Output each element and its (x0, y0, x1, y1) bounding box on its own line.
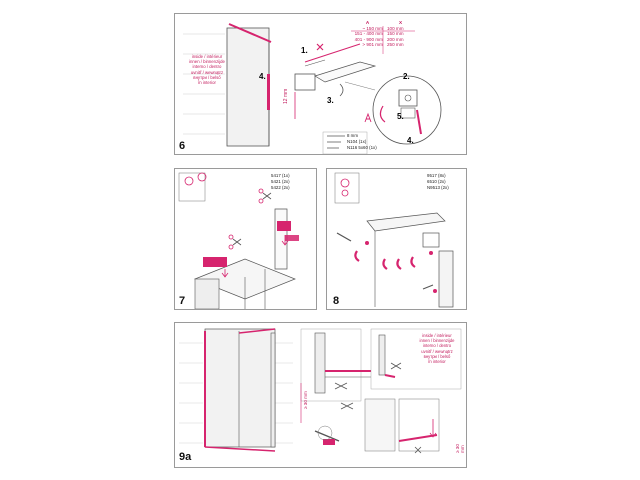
step-label-3: 3. (327, 96, 334, 105)
step-number: 8 (333, 295, 340, 307)
panel-step-8: 8 9517 (8x) 6510 (2x) N9513 (2x) (326, 168, 467, 310)
step-6-illustration (183, 23, 442, 154)
dimension-30mm-left: ≥ 30 mm (303, 391, 308, 409)
parts-list: 9517 (8x) 6510 (2x) N9513 (2x) (427, 173, 449, 190)
step-label-5: 5. (397, 112, 404, 121)
distance-table: A X ~ 150 mm 100 mm 151 - 400 mm 150 mm … (351, 20, 417, 48)
dimension-30mm-right: ≥ 30 mm (455, 444, 465, 453)
step-label-4a: 4. (259, 72, 266, 81)
step-label-2: 2. (403, 72, 410, 81)
panel-step-7: 7 5417 (1x) 5421 (2x) 5422 (2x) (174, 168, 317, 310)
step-number: 7 (179, 295, 186, 307)
step-label-1: 1. (301, 46, 308, 55)
inside-label: inside / intérieur innen / binnenzijde i… (189, 54, 225, 86)
panel-step-6: 6 inside / intérieur innen / binnenzijde… (174, 13, 467, 155)
step-label-4b: 4. (407, 136, 414, 145)
step-number: 6 (179, 140, 186, 152)
table-row: 151 - 400 mm 150 mm (354, 31, 404, 37)
step-number: 9a (179, 451, 192, 463)
panel-step-9a: 9a inside / intérieur innen / binnenzijd… (174, 322, 467, 468)
parts-list: 5417 (1x) 5421 (2x) 5422 (2x) (271, 173, 290, 190)
dimension-12mm: 12 mm (283, 88, 289, 104)
table-row: 401 - 900 mm 200 mm (354, 36, 404, 42)
table-row: > 901 mm 250 mm (362, 42, 404, 48)
inside-label: inside / intérieur innen / binnenzijde i… (419, 333, 455, 365)
step-9a-illustration (179, 328, 462, 454)
table-row: ~ 150 mm 100 mm (362, 25, 404, 31)
table-header-a: A (365, 20, 370, 25)
step-7-illustration (178, 172, 299, 309)
table-header-x: X (398, 20, 403, 25)
parts-list: 8 mm N104 (1x) N116 5x60 (1x) (347, 133, 377, 150)
step-8-illustration (334, 172, 454, 308)
